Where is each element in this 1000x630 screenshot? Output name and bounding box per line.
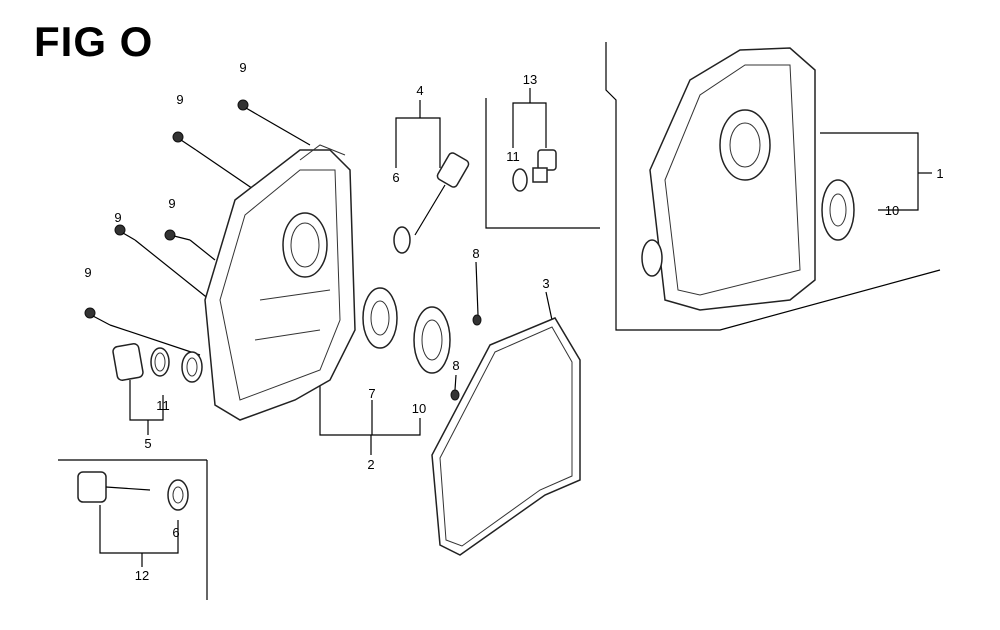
- dipstick: [393, 152, 470, 254]
- callout-dowel: 8: [452, 358, 459, 373]
- callout-cover-assy: 1: [936, 166, 943, 181]
- plug-13: [512, 149, 557, 192]
- callout-oil-seal: 7: [368, 386, 375, 401]
- callout-oring: 11: [156, 398, 170, 413]
- bolts: [84, 99, 259, 326]
- callout-oring: 6: [392, 170, 399, 185]
- bolt-9c: [164, 229, 191, 241]
- figure-title: FIG O: [34, 18, 154, 65]
- callout-bolt: 9: [168, 196, 175, 211]
- drain-plug: [112, 343, 203, 383]
- bolt-9b: [172, 131, 197, 151]
- callout-bolt: 9: [239, 60, 246, 75]
- callout-oring: 6: [172, 525, 179, 540]
- bolt-9d: [114, 224, 136, 241]
- bolt-9e: [84, 307, 111, 326]
- callout-cover-kit: 2: [367, 457, 374, 472]
- callout-dipstick: 4: [416, 83, 423, 98]
- callout-plug: 13: [523, 72, 537, 87]
- cover-assy: [641, 47, 855, 311]
- callout-plug: 12: [135, 568, 149, 583]
- callout-bearing: 10: [885, 203, 899, 218]
- crankcase-cover: [204, 144, 356, 421]
- callout-bearing: 10: [412, 401, 426, 416]
- callout-labels: 9 9 9 9 9 4 6 13 11 1 10 8 8 3 7 10 2 11…: [84, 60, 943, 583]
- alt-plug: [77, 471, 189, 511]
- seal-bearing: [362, 287, 482, 401]
- callout-drain-plug: 5: [144, 436, 151, 451]
- callout-gasket: 3: [542, 276, 549, 291]
- callout-bolt: 9: [176, 92, 183, 107]
- bolt-9a: [237, 99, 259, 116]
- callout-bolt: 9: [84, 265, 91, 280]
- gasket: [431, 317, 581, 556]
- callout-oring: 11: [506, 149, 520, 164]
- callout-bolt: 9: [114, 210, 121, 225]
- callout-dowel: 8: [472, 246, 479, 261]
